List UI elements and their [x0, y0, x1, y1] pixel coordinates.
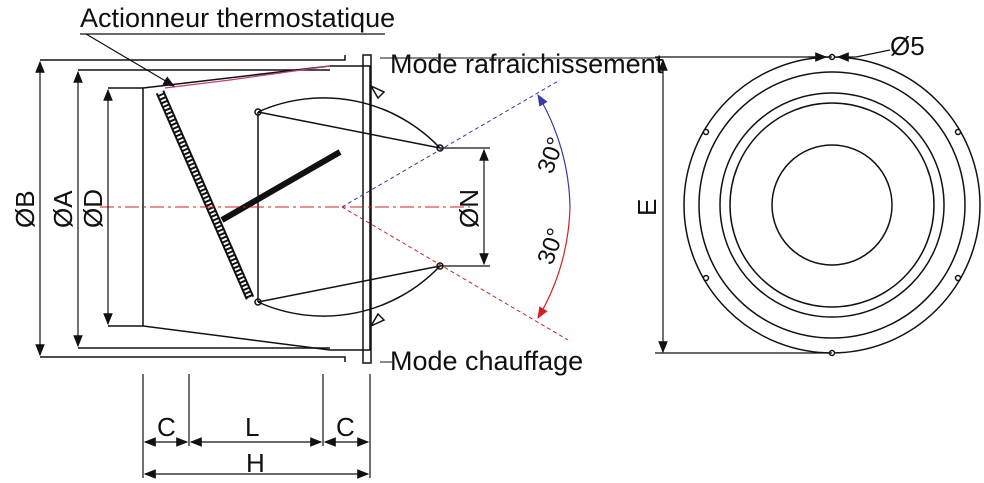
angle-top-label: 30°	[532, 134, 570, 177]
dim-hole-label: Ø5	[890, 31, 925, 61]
outer-ring	[683, 56, 981, 354]
dim-e-label: E	[632, 199, 662, 216]
heating-mode-label: Mode chauffage	[390, 346, 583, 376]
angle-bottom-label: 30°	[532, 225, 570, 268]
inlet-ring	[108, 87, 143, 327]
dim-d-label: ØD	[78, 189, 108, 228]
flange-plate	[362, 54, 372, 364]
spring-actuator	[155, 65, 342, 300]
outer-flange	[40, 55, 346, 362]
actuator-label: Actionneur thermostatique	[80, 3, 395, 33]
heating-axis	[341, 206, 569, 341]
angle-arc-top	[537, 93, 571, 208]
dim-c-left-label: C	[157, 412, 176, 442]
front-view	[683, 53, 981, 357]
dim-c-right-label: C	[336, 412, 355, 442]
inner-opening	[771, 144, 893, 266]
front-dims	[655, 49, 891, 354]
mount-bracket-top	[369, 84, 386, 100]
angle-arc-bottom	[537, 206, 571, 320]
dim-lines-bottom	[142, 374, 371, 479]
actuator-cable	[164, 65, 331, 89]
dim-l-label: L	[245, 412, 259, 442]
dim-h-label: H	[246, 448, 265, 478]
dim-lines-left	[35, 60, 490, 357]
sphere-outline	[257, 97, 441, 317]
dim-b-label: ØB	[10, 190, 40, 228]
body-ring-outer	[719, 92, 945, 318]
flange-ring	[698, 71, 966, 339]
mount-bracket-bottom	[369, 312, 386, 328]
cooling-axis	[341, 79, 561, 208]
cooling-mode-label: Mode rafraichissement	[390, 49, 664, 79]
body-ring-inner	[729, 102, 935, 308]
actuator-leader	[85, 33, 176, 87]
dim-a-label: ØA	[48, 190, 78, 228]
actuator-rod	[220, 149, 342, 223]
dim-n-label: ØN	[454, 189, 484, 228]
